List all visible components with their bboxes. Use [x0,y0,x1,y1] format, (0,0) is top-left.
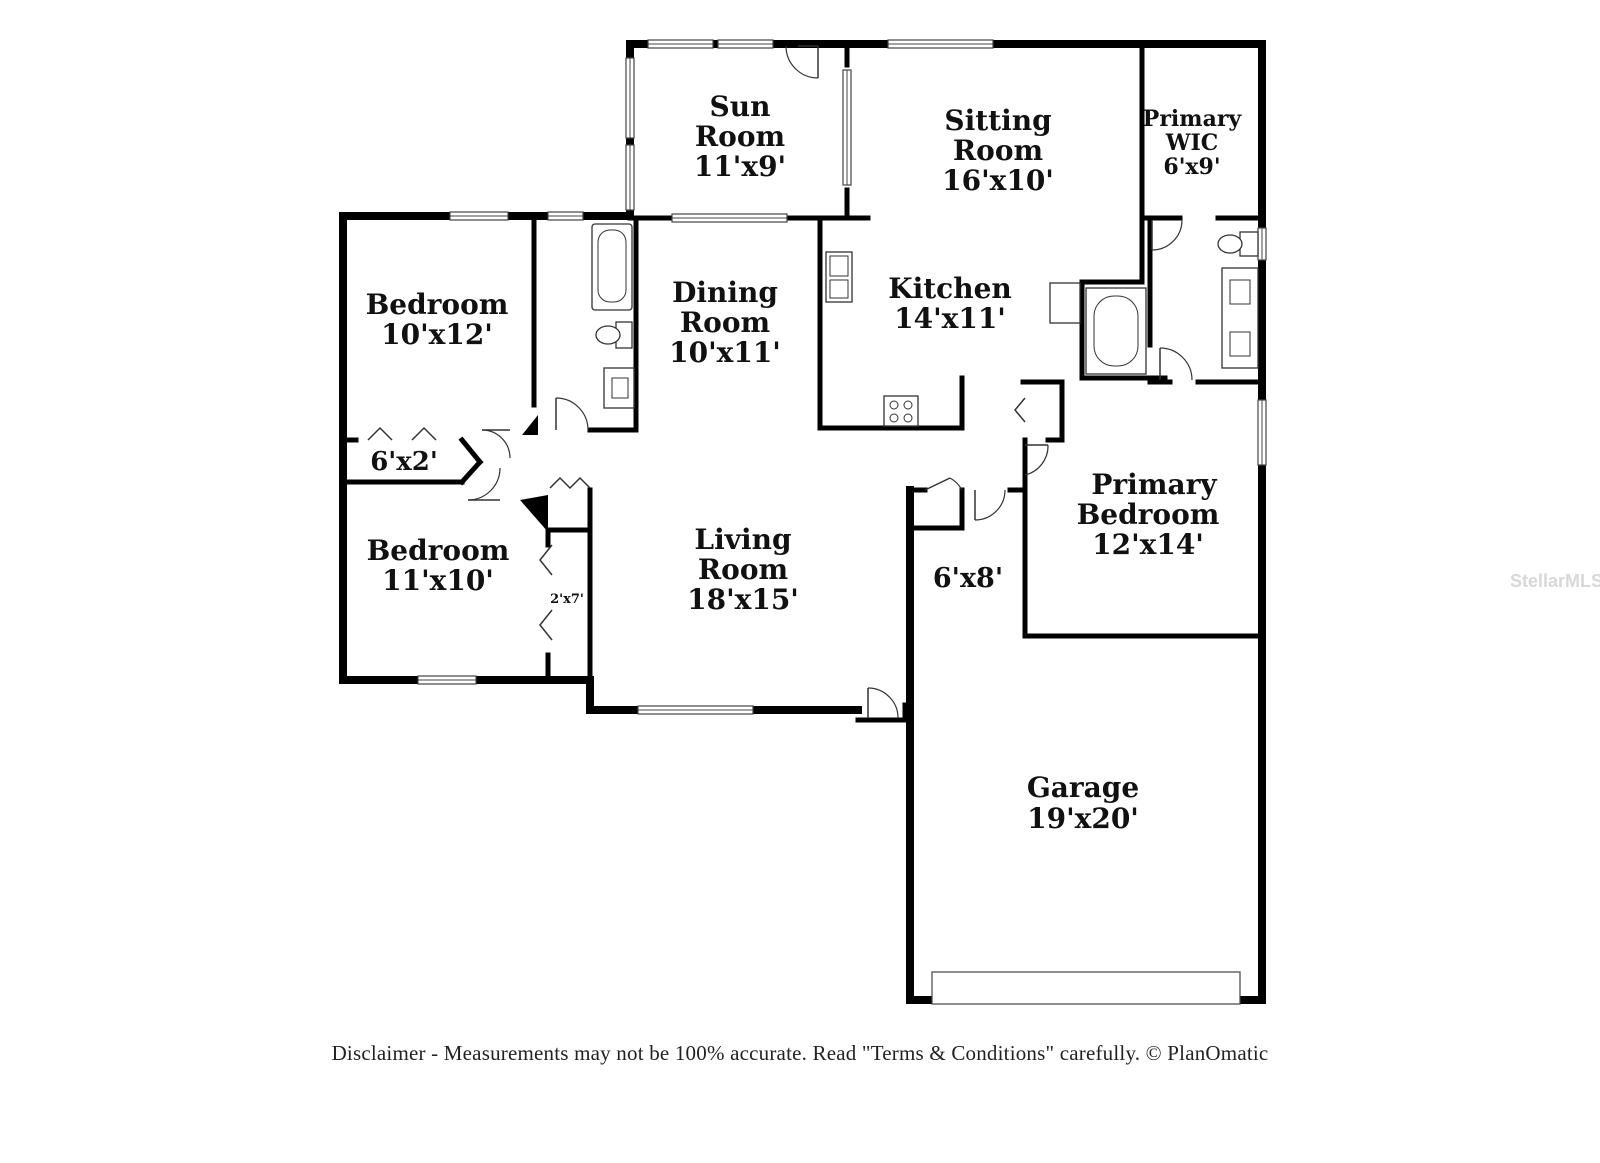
room-labels: Sun Room 11'x9' Sitting Room 16'x10' Pri… [366,90,1243,835]
room-dims: 11'x9' [694,150,786,183]
room-name-line: Sun [710,90,771,123]
room-dims: 6'x2' [370,447,438,477]
label-bedroom-2: Bedroom 11'x10' [367,534,510,597]
room-dims: 10'x11' [669,336,781,369]
room-name-line: Kitchen [888,272,1011,305]
room-dims: 6'x9' [1163,154,1220,180]
label-closet-6x2: 6'x2' [370,447,438,477]
room-name-line: Room [695,120,785,153]
label-kitchen: Kitchen 14'x11' [888,272,1011,335]
room-name-line: Bedroom [366,288,509,321]
disclaimer-text: Disclaimer - Measurements may not be 100… [331,1041,1269,1065]
room-dims: 16'x10' [942,164,1054,197]
room-dims: 10'x12' [381,318,493,351]
room-name-line: Garage [1027,771,1139,804]
room-dims: 14'x11' [894,302,1006,335]
room-name-line: WIC [1165,130,1219,156]
room-dims: 11'x10' [382,564,494,597]
label-laundry-6x8: 6'x8' [933,563,1003,594]
watermark: StellarMLS [1510,571,1600,591]
label-sitting-room: Sitting Room 16'x10' [942,104,1054,197]
room-name-line: Room [698,553,788,586]
room-name-line: Bedroom [367,534,510,567]
room-dims: 6'x8' [933,563,1003,594]
room-name-line: Dining [672,276,778,309]
label-primary-bedroom: Primary Bedroom 12'x14' [1077,468,1220,561]
label-primary-wic: Primary WIC 6'x9' [1143,106,1243,180]
room-name-line: Sitting [944,104,1051,137]
doors [367,45,1193,719]
room-dims: 2'x7' [550,592,584,607]
label-bedroom-1: Bedroom 10'x12' [366,288,509,351]
room-name-line: Living [694,523,791,556]
windows [417,39,1267,1005]
label-dining-room: Dining Room 10'x11' [669,276,781,369]
label-living-room: Living Room 18'x15' [687,523,799,616]
room-name-line: Bedroom [1077,498,1220,531]
fixtures [591,223,1259,427]
room-dims: 12'x14' [1092,528,1204,561]
room-dims: 19'x20' [1027,802,1139,835]
room-name-line: Primary [1143,106,1243,132]
label-garage: Garage 19'x20' [1027,771,1139,835]
label-closet-2x7: 2'x7' [550,592,584,607]
room-name-line: Room [953,134,1043,167]
room-name-line: Room [680,306,770,339]
room-name-line: Primary [1091,468,1217,501]
label-sun-room: Sun Room 11'x9' [694,90,786,183]
room-dims: 18'x15' [687,583,799,616]
interior-walls [340,41,1265,723]
